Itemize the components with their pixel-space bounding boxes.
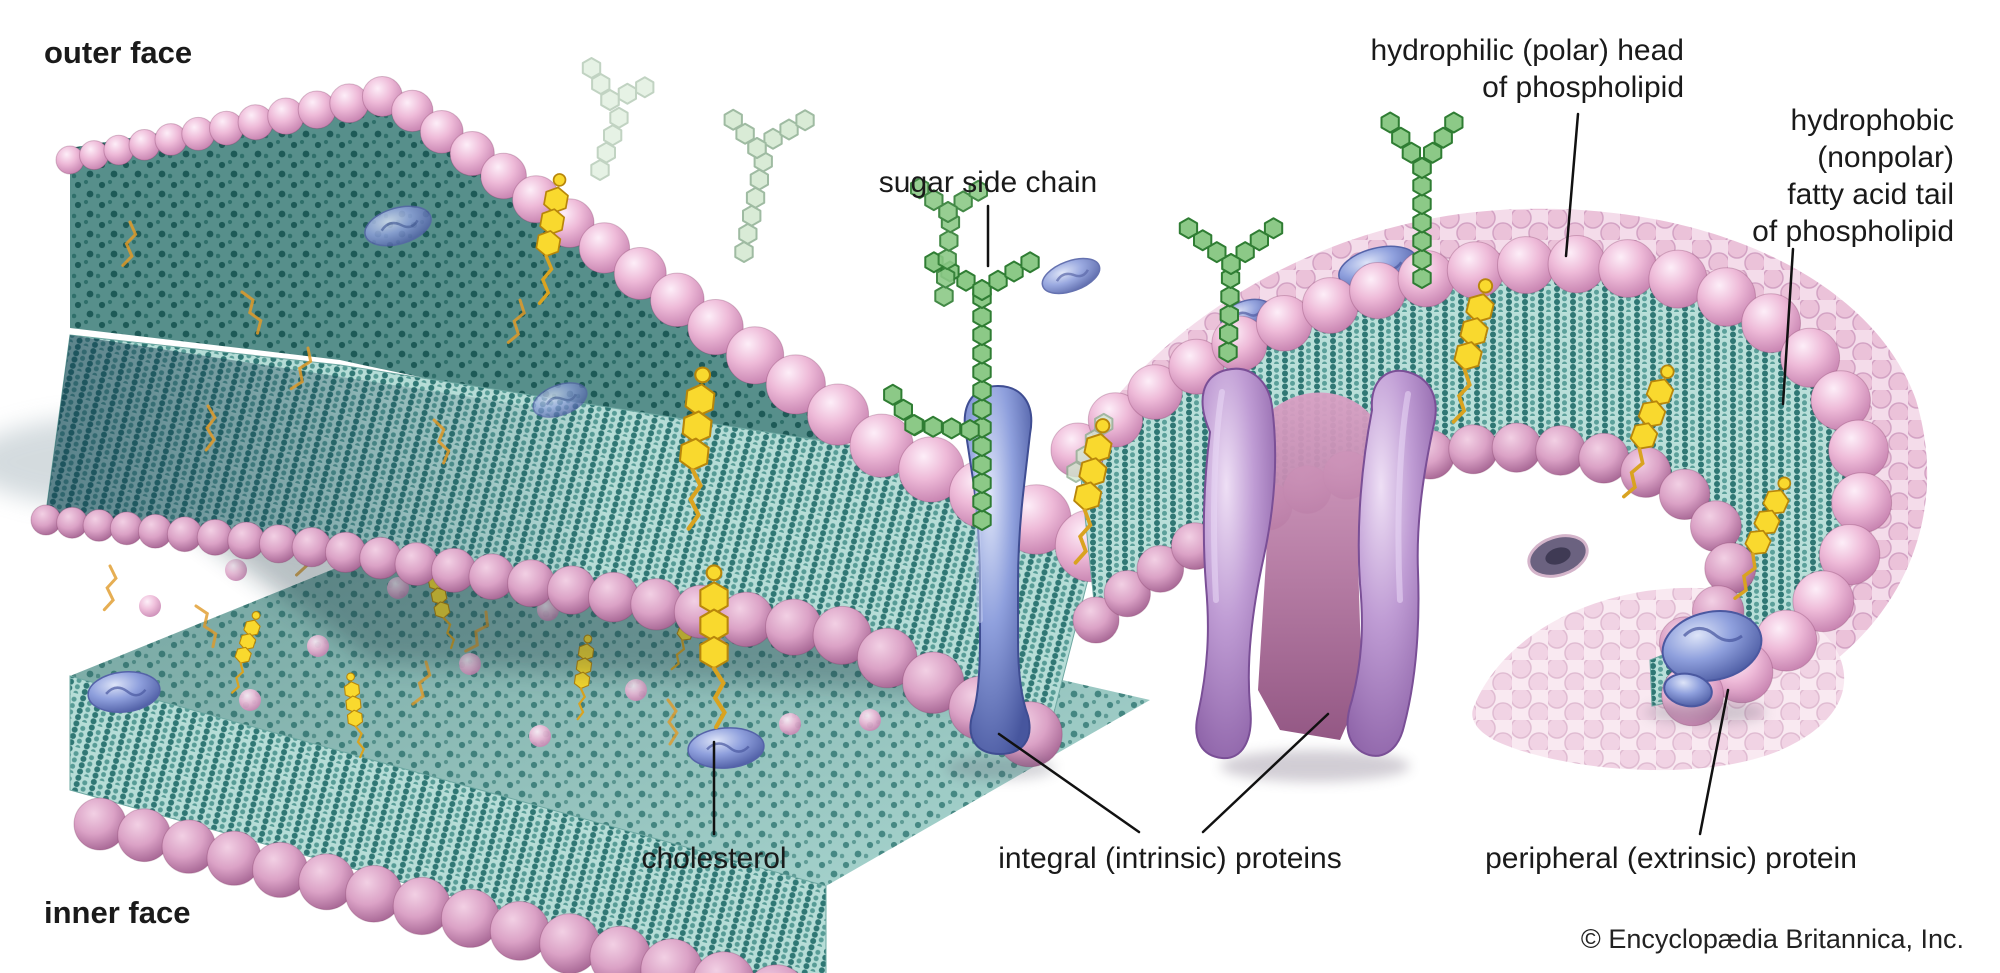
surface-head-sphere: [859, 709, 881, 731]
label-cholesterol: cholesterol: [641, 842, 787, 875]
leader-line: [1781, 247, 1795, 406]
sugar-side-chain: [883, 251, 1040, 531]
label-line: fatty acid tail: [1787, 178, 1954, 211]
sugar-side-chain: [910, 177, 988, 307]
leader-line: [1564, 112, 1580, 258]
label-integral-proteins: integral (intrinsic) proteins: [998, 842, 1342, 875]
cholesterol-molecule: [231, 611, 261, 694]
membrane-protein-blob: [87, 671, 161, 713]
membrane-protein-blob: [364, 205, 432, 247]
label-line: (nonpolar): [1817, 141, 1954, 174]
peripheral-protein: [1661, 610, 1763, 708]
cholesterol-molecule: [1622, 364, 1675, 499]
cholesterol-molecule: [678, 366, 716, 531]
cholesterol-molecule: [343, 672, 366, 759]
lipid-tail-squiggle: [102, 564, 118, 612]
label-line: of phospholipid: [1482, 71, 1684, 104]
surface-head-sphere: [239, 689, 261, 711]
lipid-tail-squiggle: [506, 298, 526, 344]
leader-lines: [712, 112, 1795, 836]
surface-head-sphere: [307, 635, 329, 657]
surface-head-sphere: [779, 713, 801, 735]
membrane-protein-blob: [1041, 257, 1101, 295]
lipid-tail-squiggle: [411, 660, 432, 706]
sugar-side-chain: [723, 108, 815, 263]
label-inner-face: inner face: [44, 895, 191, 930]
sugar-side-chain: [1380, 111, 1464, 289]
cholesterol-molecule: [1073, 418, 1113, 565]
sugar-side-chain: [1178, 217, 1284, 363]
label-peripheral-protein: peripheral (extrinsic) protein: [1485, 842, 1857, 875]
label-line: hydrophilic (polar) head: [1370, 34, 1684, 67]
protein-shadow: [945, 756, 1055, 780]
surface-head-sphere: [625, 679, 647, 701]
cholesterol-molecule: [1733, 476, 1792, 600]
surface-head-sphere: [529, 725, 551, 747]
label-hydrophilic-head: hydrophilic (polar) head of phospholipid: [1370, 32, 1684, 106]
sugar-side-chain: [581, 57, 655, 181]
leader-line: [1201, 712, 1330, 834]
lipid-tail-squiggle: [666, 698, 679, 746]
lipid-tail-squiggle: [121, 220, 138, 267]
protein-shadow: [1646, 700, 1766, 724]
leader-line: [997, 732, 1141, 834]
lipid-tail-squiggle: [240, 290, 263, 335]
label-outer-face: outer face: [44, 35, 193, 70]
outer-leaflet-surface: [70, 94, 882, 446]
label-sugar-side-chain: sugar side chain: [878, 166, 1098, 199]
cholesterol-molecule: [699, 564, 729, 730]
fatty-acid-tails-cross-section: [69, 675, 827, 973]
outer-face-head-row: [1050, 235, 1893, 727]
label-line: of phospholipid: [1752, 215, 1954, 248]
lipid-tail-squiggle: [432, 418, 451, 465]
lipid-tail-squiggle: [289, 346, 313, 391]
lipid-tail-squiggle: [194, 604, 218, 649]
surface-head-sphere: [139, 595, 161, 617]
label-line: hydrophobic: [1790, 104, 1954, 137]
protein-shadow: [1220, 750, 1410, 782]
copyright-credit: © Encyclopædia Britannica, Inc.: [1580, 924, 1964, 954]
inner-face-head-row: [73, 797, 799, 973]
membrane-pore-center: [1545, 547, 1571, 565]
membrane-protein-blob: [532, 382, 588, 418]
label-hydrophobic-tail: hydrophobic (nonpolar) fatty acid tail o…: [1752, 102, 1954, 250]
channel-protein: [1195, 367, 1437, 760]
lipid-tail-squiggle: [204, 404, 217, 452]
cholesterol-molecule: [1451, 278, 1495, 424]
cholesterol-molecule: [535, 173, 569, 305]
leader-line: [1698, 688, 1730, 836]
